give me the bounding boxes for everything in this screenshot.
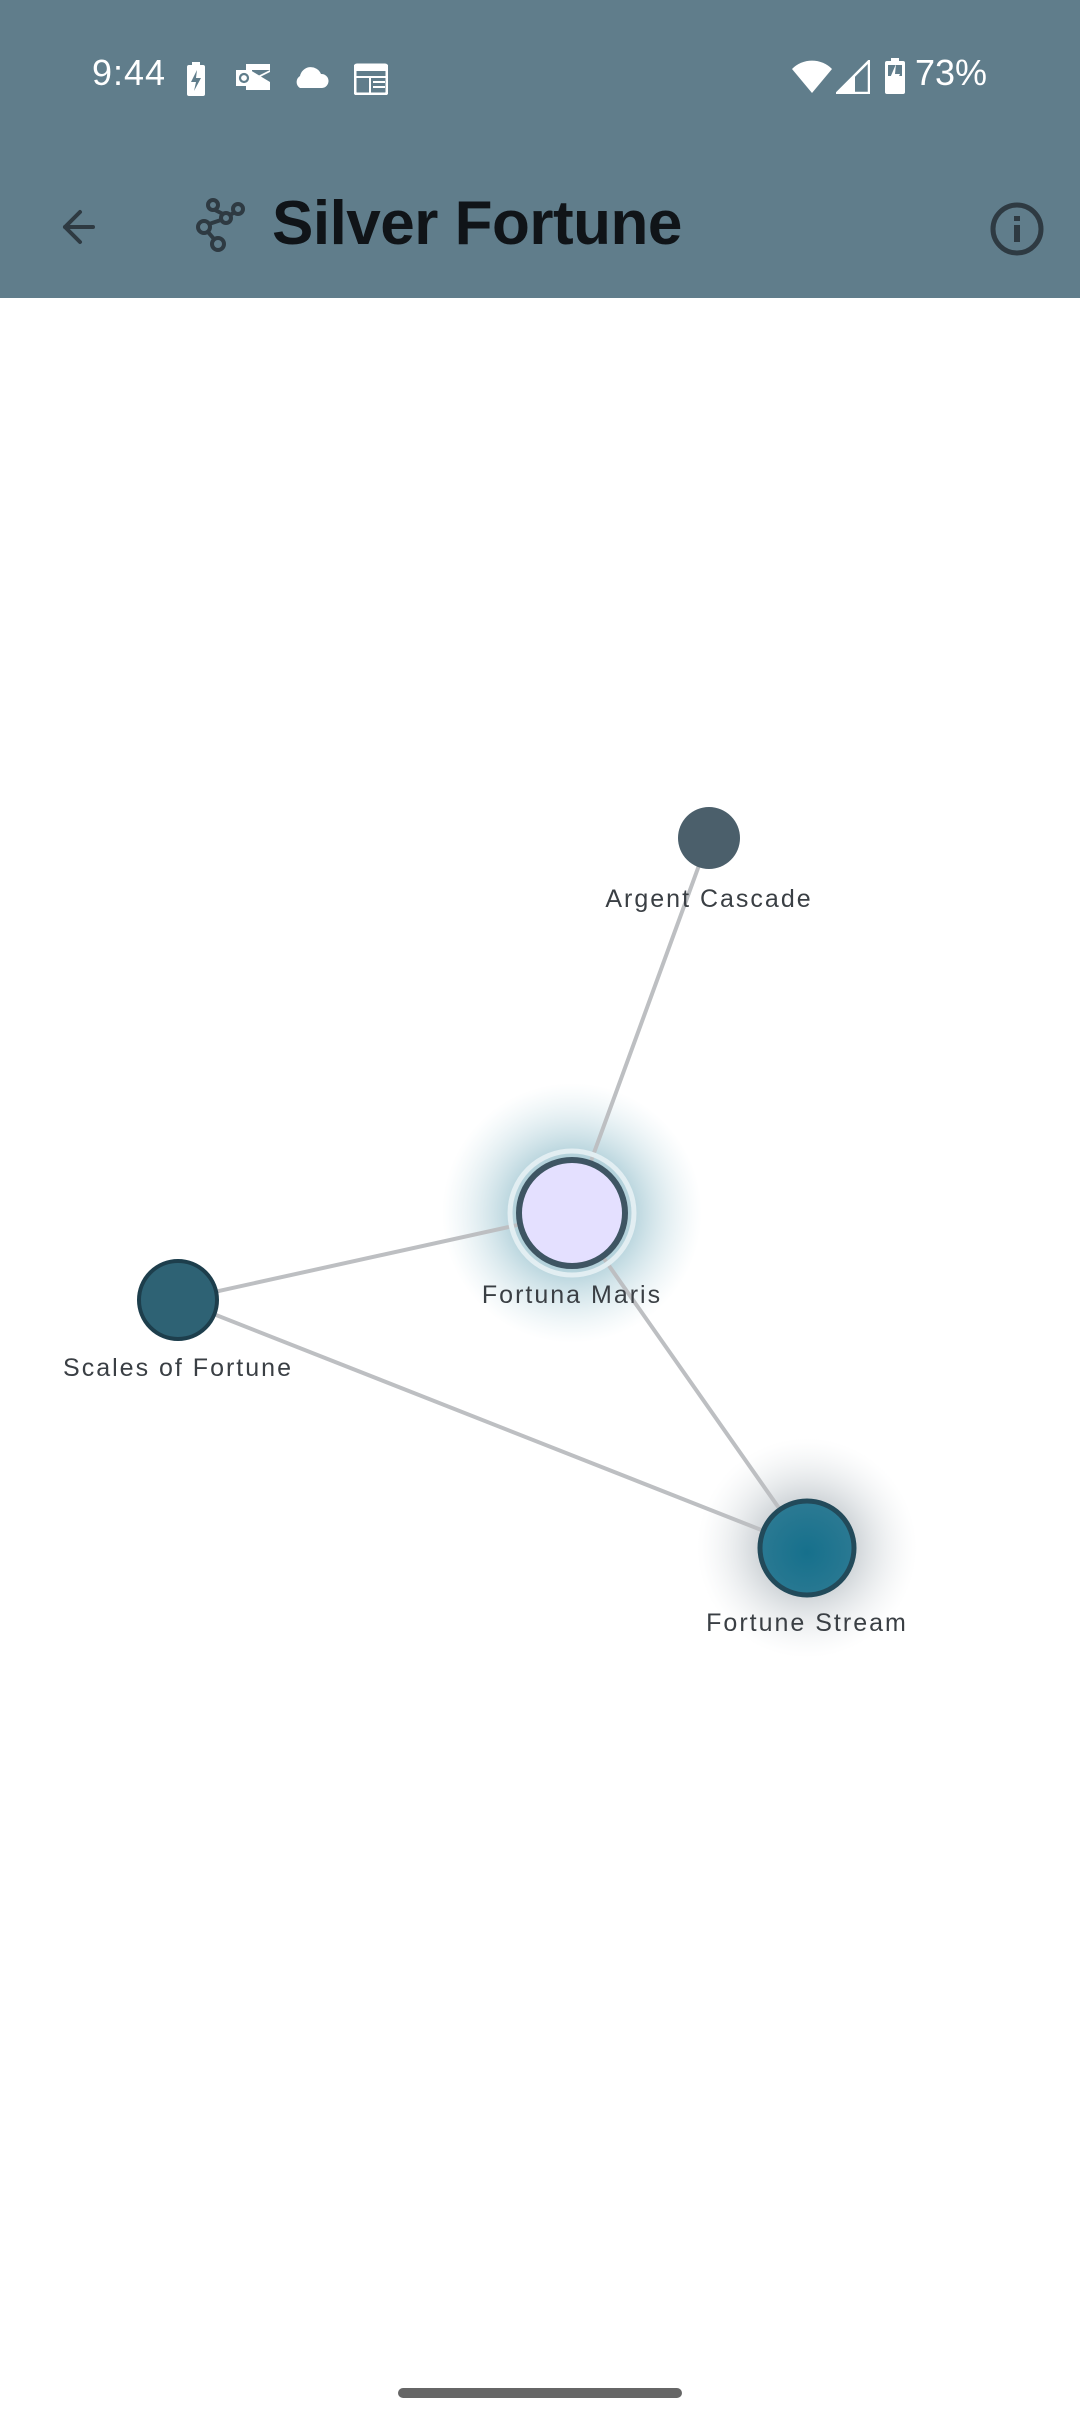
app-bar: Silver Fortune xyxy=(0,150,1080,298)
status-time: 9:44 xyxy=(92,52,167,93)
wifi-icon xyxy=(792,60,832,93)
cell-signal-icon xyxy=(836,60,870,94)
outlook-icon xyxy=(236,64,270,90)
node-fortune-stream[interactable] xyxy=(757,1498,857,1598)
node-label-scales-of-fortune: Scales of Fortune xyxy=(63,1354,293,1382)
battery-percent: 73% xyxy=(915,52,988,93)
edge-scales-stream xyxy=(177,1298,808,1550)
node-label-fortune-stream: Fortune Stream xyxy=(706,1609,908,1637)
node-label-fortuna-maris: Fortuna Maris xyxy=(481,1281,663,1309)
edge-argent-fortuna xyxy=(570,837,711,1214)
selection-ring xyxy=(507,1148,637,1278)
edge-fortuna-stream xyxy=(570,1211,809,1550)
graph-network-icon xyxy=(196,198,245,252)
battery-charging-icon xyxy=(187,62,205,96)
page-title: Silver Fortune xyxy=(272,189,682,258)
home-indicator[interactable] xyxy=(398,2388,682,2398)
news-icon xyxy=(354,63,388,95)
edge-fortuna-scales xyxy=(177,1211,573,1302)
node-argent-cascade[interactable] xyxy=(678,807,740,869)
arrow-back-icon[interactable] xyxy=(38,192,108,262)
graph-edges-and-nodes xyxy=(137,807,917,1658)
node-label-argent-cascade: Argent Cascade xyxy=(605,885,813,913)
battery-charging-icon xyxy=(885,58,905,94)
top-app-bar-background xyxy=(0,0,1080,298)
info-icon[interactable] xyxy=(982,194,1052,264)
status-bar: 9:44 73% xyxy=(0,0,1080,150)
cloud-icon xyxy=(296,67,329,88)
graph-canvas[interactable]: Argent Cascade Fortuna Maris Scales of F… xyxy=(0,298,1080,2368)
node-scales-of-fortune[interactable] xyxy=(137,1259,219,1341)
node-fortuna-maris[interactable] xyxy=(516,1157,628,1269)
